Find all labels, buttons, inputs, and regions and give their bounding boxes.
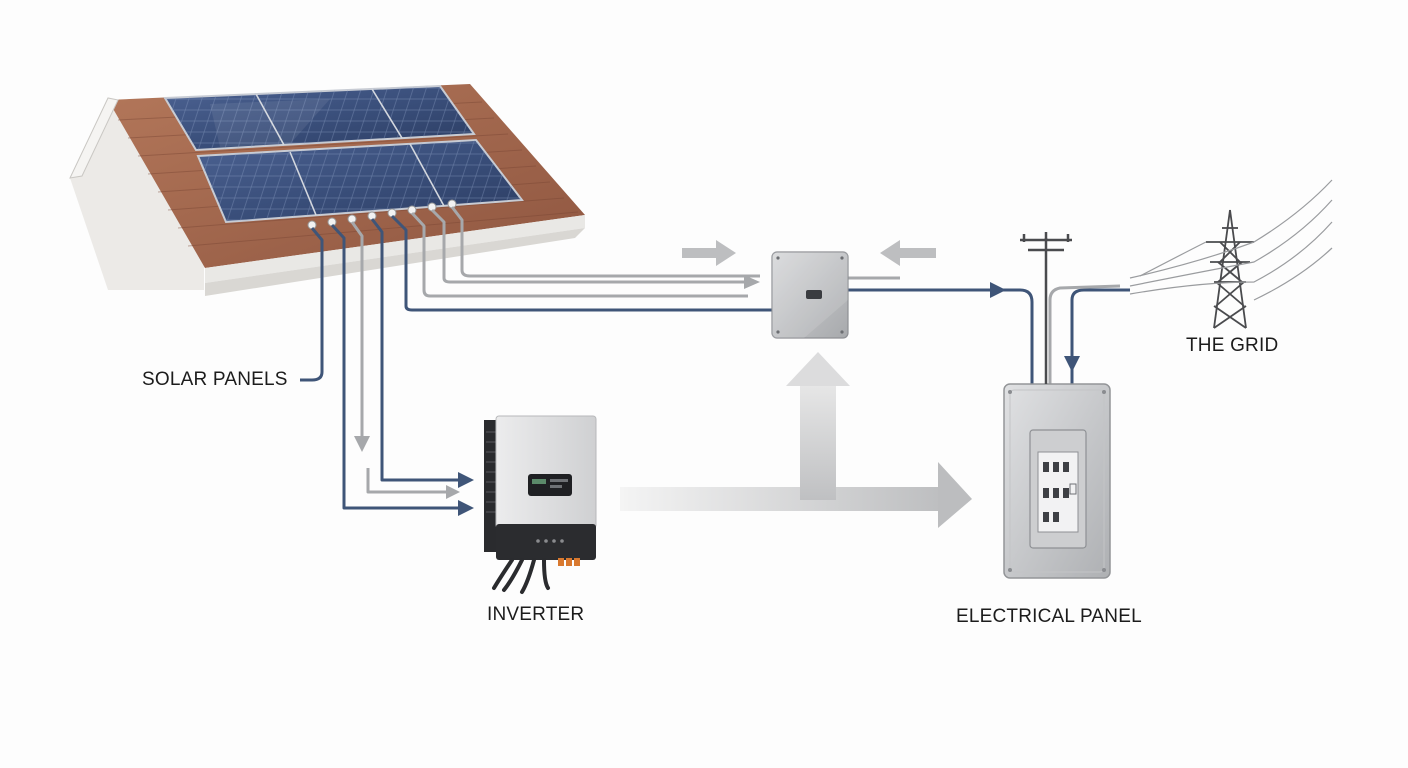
solar-panel-array xyxy=(163,84,524,230)
inverter-label: INVERTER xyxy=(487,604,585,625)
wire-arrowheads xyxy=(354,275,1080,516)
dc-wiring xyxy=(300,214,1130,510)
solar-panels-label: SOLAR PANELS xyxy=(142,369,288,390)
electrical-panel-label: ELECTRICAL PANEL xyxy=(956,606,1142,627)
utility-pole xyxy=(1020,232,1072,384)
the-grid-label: THE GRID xyxy=(1186,335,1279,356)
power-flow-arrow xyxy=(620,352,972,528)
electrical-panel-box xyxy=(1003,383,1111,579)
flow-arrow-left-small xyxy=(880,240,936,266)
transmission-tower xyxy=(1206,209,1254,329)
inverter-unit xyxy=(484,415,597,594)
flow-arrow-right-small xyxy=(682,240,736,266)
power-lines xyxy=(1129,179,1333,301)
ac-disconnect-switch xyxy=(771,251,849,339)
ac-wiring xyxy=(350,206,1121,494)
